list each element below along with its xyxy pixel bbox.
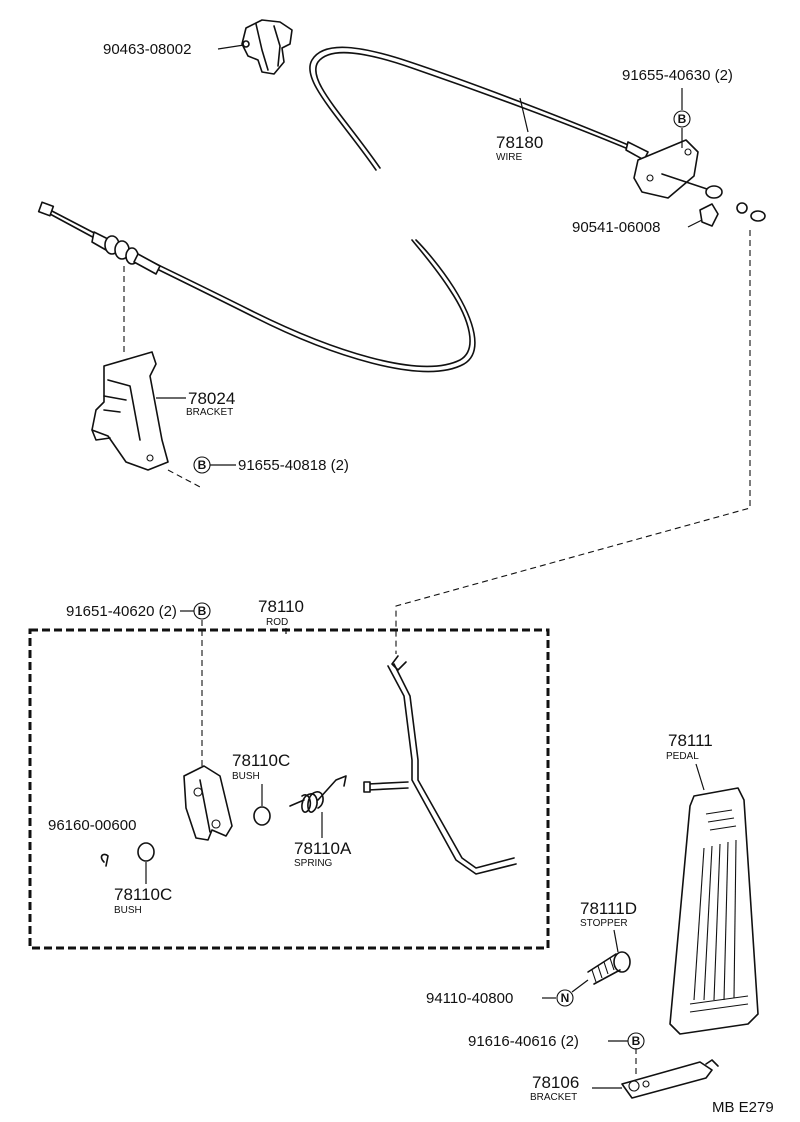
- svg-text:78106: 78106: [532, 1073, 579, 1092]
- clip-96160-drawing: [100, 853, 109, 867]
- badge-b-icon: [193, 602, 211, 620]
- rod-drawing: [363, 655, 517, 875]
- svg-text:STOPPER: STOPPER: [580, 918, 628, 929]
- label-78110-rod: 78110 ROD: [258, 597, 304, 634]
- svg-text:91655-40818 (2): 91655-40818 (2): [238, 457, 349, 474]
- label-91616-40616: 91616-40616 (2) B: [468, 1032, 645, 1050]
- svg-text:78110C: 78110C: [114, 885, 172, 904]
- stopper-drawing: [587, 951, 631, 985]
- label-78106-bracket: 78106 BRACKET: [530, 1073, 622, 1103]
- label-91655-40630: 91655-40630 (2) B: [622, 67, 733, 148]
- svg-text:78111D: 78111D: [580, 899, 637, 918]
- label-78110c-bush-lower: 78110C BUSH: [114, 862, 172, 916]
- svg-text:78110C: 78110C: [232, 751, 290, 770]
- badge-b-icon: [673, 110, 691, 128]
- bush-lower-drawing: [137, 842, 155, 862]
- svg-text:90541-06008: 90541-06008: [572, 219, 660, 236]
- svg-text:BUSH: BUSH: [232, 771, 260, 782]
- label-90541-06008: 90541-06008: [572, 219, 703, 236]
- svg-text:BRACKET: BRACKET: [186, 407, 233, 418]
- svg-text:78110A: 78110A: [294, 839, 352, 858]
- svg-text:PEDAL: PEDAL: [666, 751, 699, 762]
- label-94110-40800: 94110-40800 N: [426, 979, 589, 1007]
- svg-text:WIRE: WIRE: [496, 152, 522, 163]
- svg-text:91616-40616 (2): 91616-40616 (2): [468, 1033, 579, 1050]
- bracket-78106-drawing: [621, 1059, 719, 1099]
- label-91651-40620: 91651-40620 (2) B: [66, 602, 211, 620]
- svg-text:ROD: ROD: [266, 617, 288, 628]
- label-78024-bracket: 78024 BRACKET: [156, 389, 235, 418]
- svg-text:91655-40630 (2): 91655-40630 (2): [622, 67, 733, 84]
- svg-text:B: B: [678, 112, 687, 126]
- label-78180-wire: 78180 WIRE: [496, 97, 543, 163]
- bush-upper-drawing: [253, 806, 271, 826]
- label-90463-08002: 90463-08002: [103, 41, 245, 58]
- label-78111d-stopper: 78111D STOPPER: [580, 899, 637, 953]
- svg-text:78110: 78110: [258, 597, 304, 616]
- svg-text:B: B: [198, 604, 207, 618]
- spring-drawing: [289, 775, 347, 813]
- svg-text:78180: 78180: [496, 133, 543, 152]
- label-91655-40818: B 91655-40818 (2): [193, 456, 349, 474]
- label-78110c-bush-upper: 78110C BUSH: [232, 751, 290, 806]
- svg-text:78024: 78024: [188, 389, 235, 408]
- badge-b-icon: [627, 1032, 645, 1050]
- rod-assembly-box: [28, 628, 550, 950]
- pedal-drawing: [669, 787, 759, 1035]
- svg-text:SPRING: SPRING: [294, 858, 333, 869]
- hinge-bracket-drawing: [183, 765, 233, 841]
- svg-text:B: B: [632, 1034, 641, 1048]
- bracket-78024-drawing: [91, 351, 169, 471]
- label-96160-00600: 96160-00600: [48, 817, 136, 834]
- dashed-guides: [123, 230, 751, 1074]
- svg-text:B: B: [198, 458, 207, 472]
- wire-drawing: [37, 46, 649, 373]
- svg-text:BRACKET: BRACKET: [530, 1092, 577, 1103]
- cable-end-drawing: [633, 139, 766, 227]
- svg-text:94110-40800: 94110-40800: [426, 990, 513, 1007]
- svg-text:N: N: [561, 991, 570, 1005]
- label-78111-pedal: 78111 PEDAL: [666, 731, 713, 791]
- badge-n-icon: [556, 989, 574, 1007]
- svg-text:90463-08002: 90463-08002: [103, 41, 191, 58]
- svg-text:78111: 78111: [668, 731, 713, 750]
- label-78110a-spring: 78110A SPRING: [294, 812, 352, 869]
- diagram-code: MB E279: [712, 1099, 774, 1116]
- svg-text:96160-00600: 96160-00600: [48, 817, 136, 834]
- svg-text:91651-40620 (2): 91651-40620 (2): [66, 603, 177, 620]
- svg-text:BUSH: BUSH: [114, 905, 142, 916]
- clip-drawing: [241, 19, 293, 75]
